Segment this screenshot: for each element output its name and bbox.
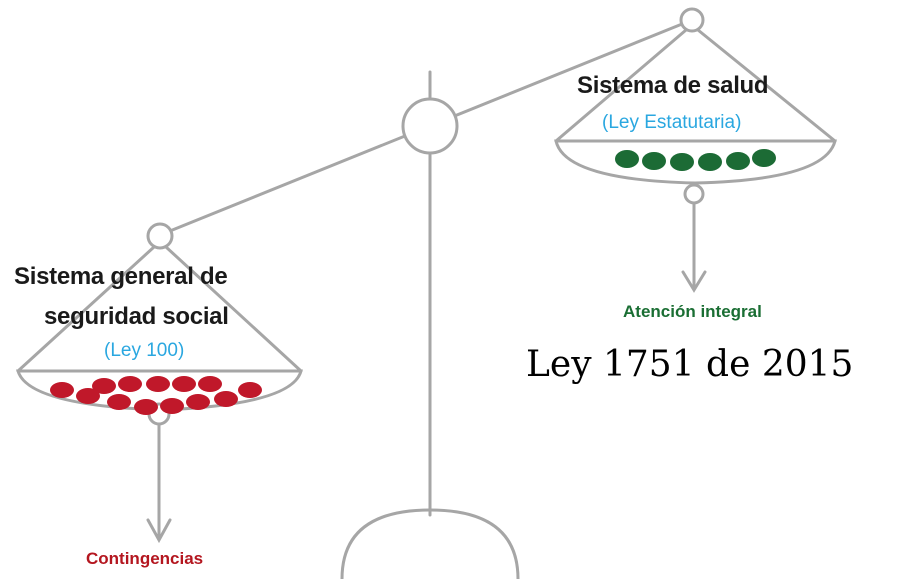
- green-token: [752, 149, 776, 167]
- red-token: [214, 391, 238, 407]
- red-token: [160, 398, 184, 414]
- red-token: [107, 394, 131, 410]
- right-pan-law: (Ley Estatutaria): [602, 112, 742, 133]
- green-token: [615, 150, 639, 168]
- left-hanger-ring: [146, 222, 174, 250]
- left-pan-title-line2: seguridad social: [44, 303, 229, 330]
- red-token: [50, 382, 74, 398]
- right-pan-ring: [683, 183, 705, 205]
- red-token: [118, 376, 142, 392]
- left-pan-law: (Ley 100): [104, 340, 185, 361]
- red-token: [172, 376, 196, 392]
- scale-base: [340, 508, 520, 581]
- green-token: [642, 152, 666, 170]
- red-token: [146, 376, 170, 392]
- red-token: [198, 376, 222, 392]
- red-token: [134, 399, 158, 415]
- red-token: [186, 394, 210, 410]
- left-pan-outcome: Contingencias: [86, 549, 204, 568]
- right-pan-tokens: [615, 149, 776, 171]
- red-token: [238, 382, 262, 398]
- right-pan-title: Sistema de salud: [577, 72, 769, 99]
- law-caption: Ley 1751 de 2015: [526, 344, 854, 385]
- red-token: [92, 378, 116, 394]
- right-pan-bowl: [554, 139, 837, 185]
- left-pan-tokens: [50, 376, 262, 415]
- green-token: [670, 153, 694, 171]
- red-token: [76, 388, 100, 404]
- green-token: [726, 152, 750, 170]
- right-pan-outcome: Atención integral: [623, 302, 762, 321]
- right-hanger-ring: [679, 7, 705, 33]
- left-arrow-head: [146, 518, 172, 544]
- green-token: [698, 153, 722, 171]
- left-pan-title-line1: Sistema general de: [14, 263, 228, 290]
- pivot-ring: [401, 97, 459, 155]
- right-arrow-head: [681, 270, 707, 293]
